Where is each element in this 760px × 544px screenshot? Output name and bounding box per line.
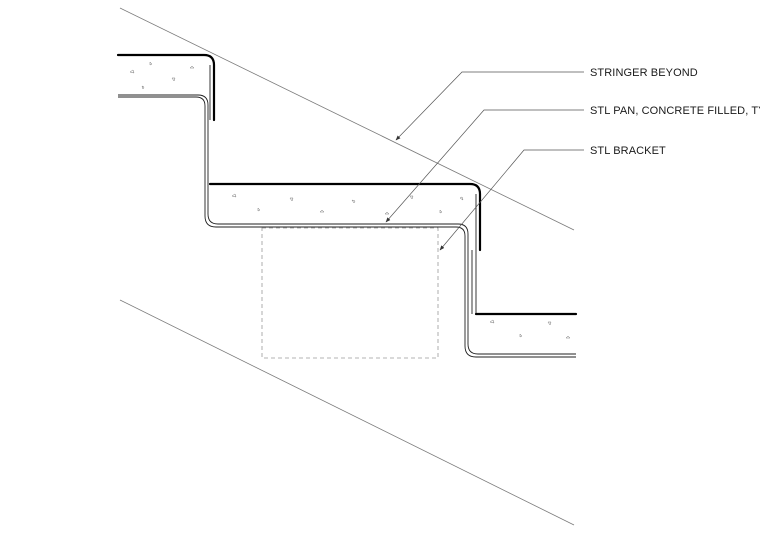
- tread-middle-top: [208, 182, 482, 252]
- tread-upper-pan: [118, 94, 576, 355]
- leader-pan: [385, 109, 584, 223]
- tread-upper-pan-inner: [118, 96, 576, 358]
- tread-middle: [208, 182, 482, 314]
- tread-upper: [116, 53, 576, 358]
- callout-stl-bracket: STL BRACKET: [590, 145, 666, 157]
- callout-labels: STRINGER BEYOND STL PAN, CONCRETE FILLED…: [590, 67, 760, 157]
- leader-stringer: [395, 71, 584, 141]
- tread-upper-top: [116, 53, 216, 122]
- callout-stringer-beyond: STRINGER BEYOND: [590, 67, 698, 79]
- steel-bracket: [261, 227, 439, 359]
- stringer-top-edge: [119, 7, 575, 231]
- leaders: [385, 71, 584, 251]
- concrete-fill: [129, 61, 571, 339]
- callout-stl-pan: STL PAN, CONCRETE FILLED, TYP.: [590, 105, 760, 117]
- leader-bracket: [439, 149, 584, 251]
- stringer-beyond: [119, 7, 575, 526]
- stringer-bottom-edge: [119, 299, 575, 526]
